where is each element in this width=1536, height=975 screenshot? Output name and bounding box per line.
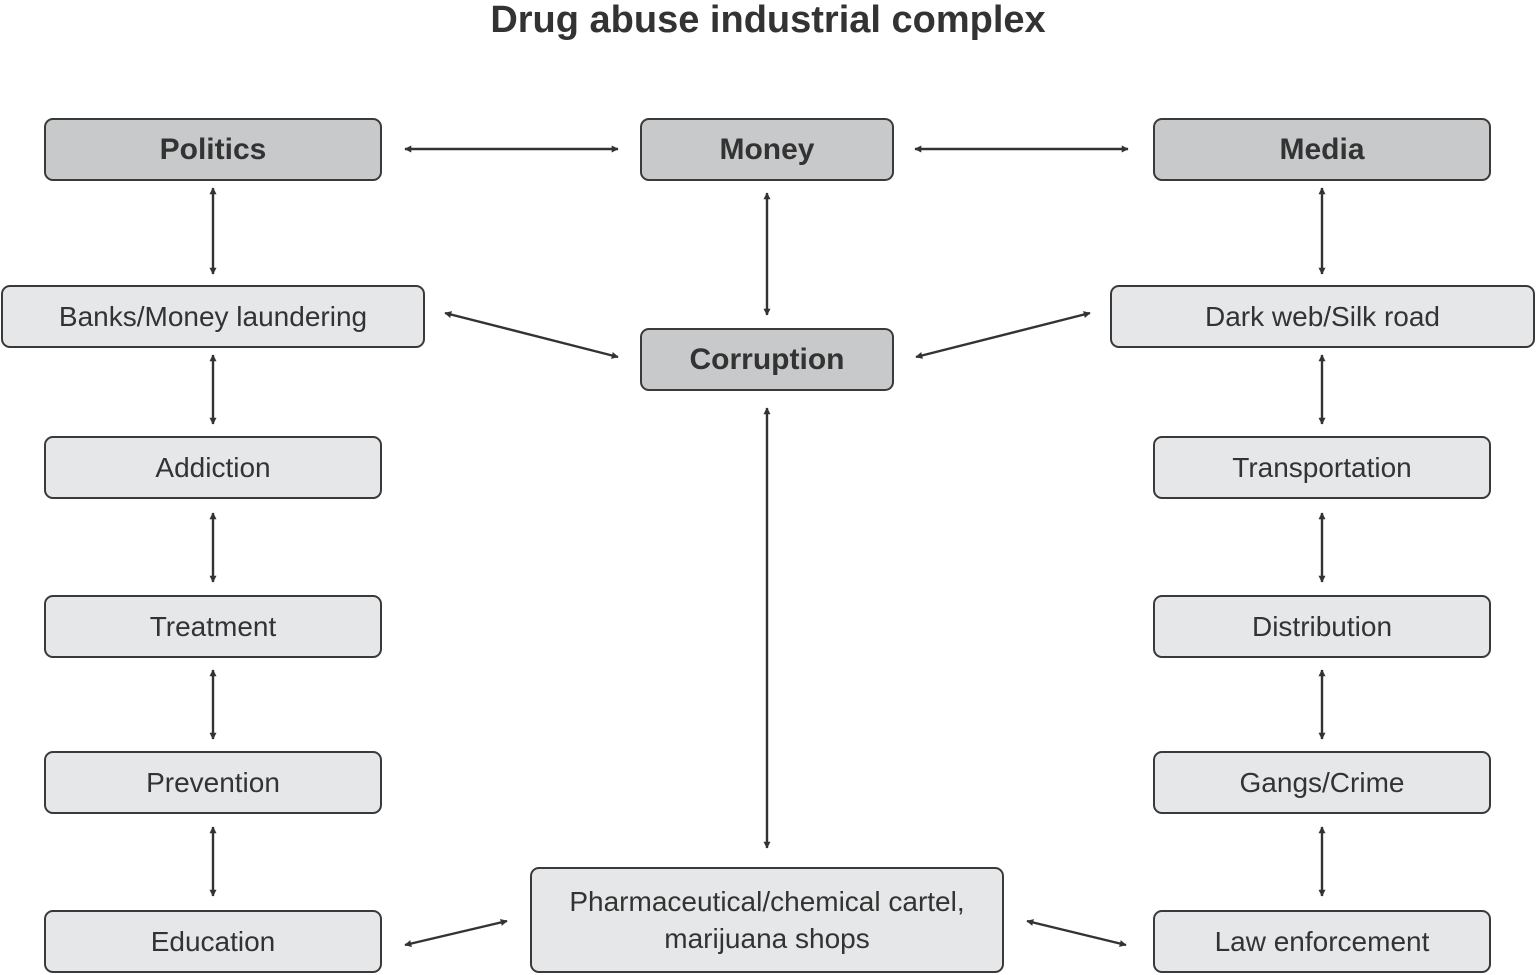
node-money: Money bbox=[640, 118, 894, 181]
arrow-banks-corruption bbox=[444, 311, 619, 359]
node-treatment: Treatment bbox=[44, 595, 382, 658]
arrow-education-pharma bbox=[404, 919, 508, 947]
node-corruption: Corruption bbox=[640, 328, 894, 391]
node-addiction: Addiction bbox=[44, 436, 382, 499]
node-prevention: Prevention bbox=[44, 751, 382, 814]
node-transportation: Transportation bbox=[1153, 436, 1491, 499]
node-dark-web-silk-road: Dark web/Silk road bbox=[1110, 285, 1535, 348]
node-education: Education bbox=[44, 910, 382, 973]
node-pharmaceutical-cartel: Pharmaceutical/chemical cartel, marijuan… bbox=[530, 867, 1004, 973]
node-gangs-crime: Gangs/Crime bbox=[1153, 751, 1491, 814]
node-banks-money-laundering: Banks/Money laundering bbox=[1, 285, 425, 348]
node-law-enforcement: Law enforcement bbox=[1153, 910, 1491, 973]
diagram-title: Drug abuse industrial complex bbox=[490, 0, 1046, 41]
arrow-darkweb-corruption bbox=[915, 311, 1091, 359]
node-distribution: Distribution bbox=[1153, 595, 1491, 658]
node-politics: Politics bbox=[44, 118, 382, 181]
arrow-pharma-law bbox=[1026, 919, 1127, 947]
node-media: Media bbox=[1153, 118, 1491, 181]
